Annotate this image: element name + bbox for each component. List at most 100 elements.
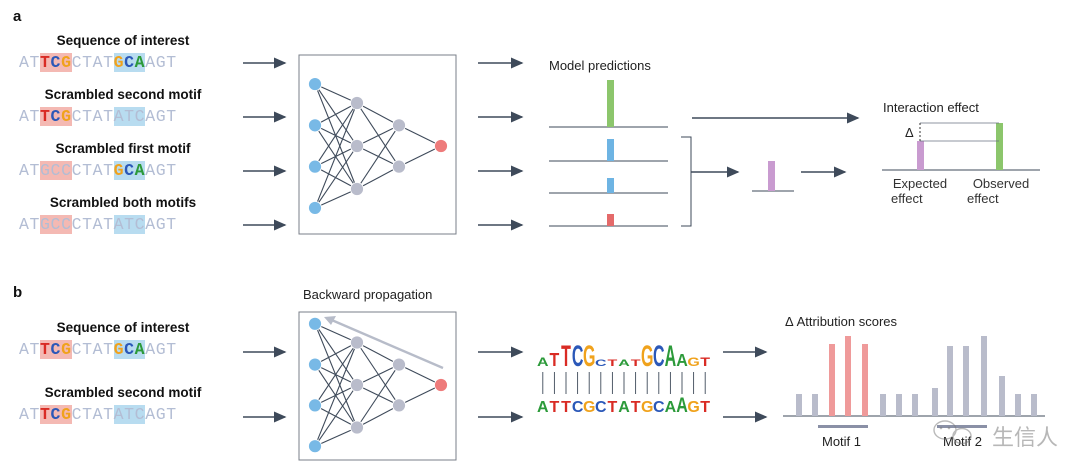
base-letter: A [92, 405, 104, 424]
network-node [392, 357, 406, 372]
network-edge [314, 188, 358, 209]
attribution-bar [845, 336, 851, 416]
network-node [350, 335, 364, 350]
base-letter: A [92, 340, 104, 359]
sequence: ATGCCCTATGCAAGT [19, 161, 177, 180]
base-letter: A [145, 107, 156, 126]
base-letter: A [113, 405, 125, 424]
network-edge [398, 145, 442, 168]
base-letter: T [82, 107, 93, 126]
logo-letter: T [631, 357, 641, 368]
base-letter: G [155, 340, 167, 359]
network-edge [314, 323, 358, 428]
network-edge [314, 342, 358, 447]
attribution-bar [896, 394, 902, 416]
base-letter: C [71, 405, 83, 424]
network-edge [356, 125, 400, 190]
network-node [392, 398, 406, 413]
network-node [350, 139, 364, 153]
network-node [350, 182, 364, 196]
row-title: Scrambled first motif [55, 141, 191, 156]
base-letter: C [71, 53, 83, 72]
sequence: ATTCGCTATGCAAGT [19, 53, 177, 72]
logo-letter: G [641, 341, 653, 373]
network-edge [314, 83, 358, 104]
network-edge [314, 83, 358, 190]
base-letter: A [19, 161, 30, 180]
base-letter: A [145, 215, 156, 234]
network-edge [314, 102, 358, 209]
attribution-bar [932, 388, 938, 416]
base-letter: C [50, 215, 62, 234]
network-node [308, 316, 322, 331]
logo-letter: T [700, 355, 710, 369]
logo-letter: C [572, 399, 584, 416]
watermark-text: 生信人 [992, 425, 1059, 450]
attribution-bar [829, 344, 835, 416]
base-letter: G [40, 215, 51, 234]
base-letter: C [71, 107, 83, 126]
base-letter: T [166, 405, 177, 424]
attribution-bar [912, 394, 918, 416]
logo-letter: A [676, 350, 688, 370]
base-letter: C [50, 405, 62, 424]
base-letter: A [145, 53, 156, 72]
network-node [308, 398, 322, 413]
base-letter: T [124, 215, 135, 234]
pred-bar-red [607, 214, 614, 226]
logo-letter: T [550, 399, 560, 416]
logo-letter: A [618, 357, 630, 368]
network-edge [314, 384, 358, 447]
base-letter: T [166, 107, 177, 126]
network-edge [314, 102, 358, 167]
network-node [308, 201, 322, 215]
network-edge [314, 83, 358, 147]
network-edge [356, 102, 400, 126]
row-title: Scrambled both motifs [49, 195, 197, 210]
backprop-arrow-shaft [326, 316, 444, 370]
pred-bar-green [607, 80, 614, 127]
base-letter: T [103, 107, 114, 126]
base-letter: T [124, 405, 135, 424]
logo-letter: A [537, 355, 549, 369]
neural-network-a [308, 77, 448, 215]
base-letter: A [145, 161, 156, 180]
base-letter: T [29, 340, 41, 359]
logo-letter: T [550, 349, 560, 370]
base-letter: T [103, 53, 114, 72]
delta-symbol: Δ [905, 125, 914, 140]
base-letter: G [40, 161, 51, 180]
base-letter: G [61, 340, 72, 359]
base-letter: T [82, 161, 93, 180]
attribution-bar [999, 376, 1005, 416]
base-letter: G [155, 161, 167, 180]
base-letter: A [19, 107, 30, 126]
network-edge [356, 342, 400, 406]
row-title: Scrambled second motif [44, 385, 202, 400]
network-edge [356, 342, 400, 366]
base-letter: T [29, 161, 41, 180]
network-node [434, 378, 448, 392]
base-letter: T [82, 405, 93, 424]
base-letter: A [92, 107, 104, 126]
base-letter: T [29, 405, 41, 424]
network-node [350, 378, 364, 392]
motif2-underline [937, 425, 987, 428]
base-letter: T [29, 53, 41, 72]
base-letter: T [103, 405, 114, 424]
attribution-bar [880, 394, 886, 416]
base-letter: A [92, 215, 104, 234]
attribution-bar [862, 344, 868, 416]
logo-letter: T [608, 399, 618, 416]
base-letter: T [166, 53, 177, 72]
neural-network-b [308, 316, 448, 454]
base-letter: T [166, 340, 177, 359]
watermark-logo [933, 420, 972, 445]
network-node [308, 118, 322, 133]
base-letter: A [134, 161, 146, 180]
base-letter: C [61, 161, 72, 180]
base-letter: G [155, 405, 167, 424]
